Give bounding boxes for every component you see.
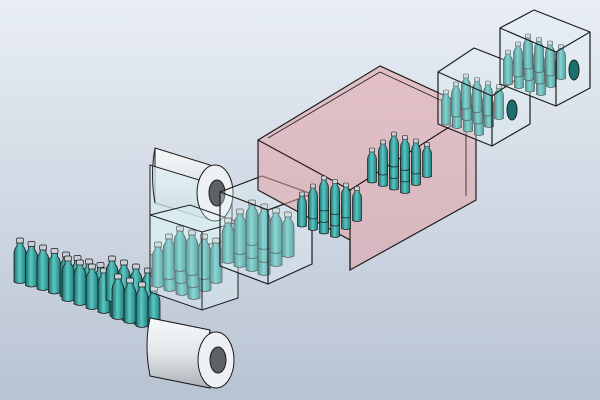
film-roll-top (149, 147, 234, 256)
shrink-tunnel (257, 65, 477, 272)
shrunk-pack-2 (499, 9, 591, 107)
film-roll-bottom (146, 317, 235, 389)
